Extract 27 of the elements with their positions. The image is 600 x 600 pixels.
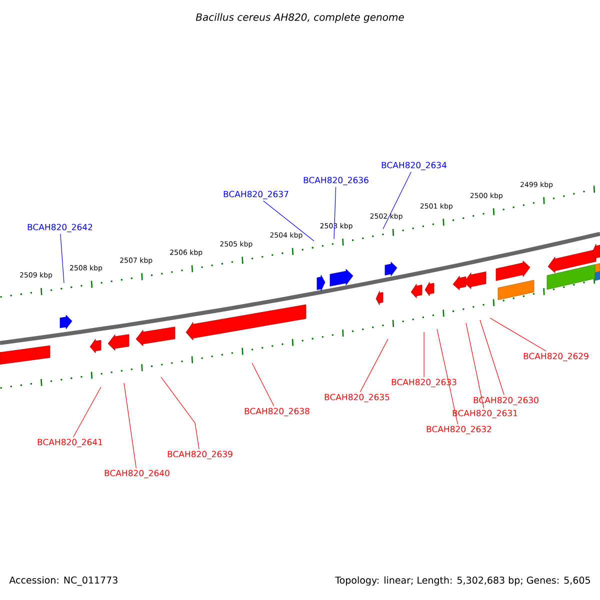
leader-line	[160, 376, 200, 450]
title: Bacillus cereus AH820, complete genome	[196, 13, 404, 23]
leader-line	[72, 386, 102, 438]
leader-line	[360, 338, 388, 392]
footer-text: Topology: linear; Length: 5,302,683 bp; Genes: 5,605	[335, 576, 590, 586]
footer-text: Accession: NC_011773	[9, 576, 118, 586]
leader-line	[252, 362, 274, 406]
leader-line	[60, 234, 64, 284]
gene-label: BCAH820_2642	[28, 224, 92, 232]
gene-label: BCAH820_2629	[524, 352, 588, 362]
gene-label: BCAH820_2640	[104, 470, 170, 478]
leader-line	[124, 382, 136, 468]
leader-line	[334, 186, 336, 240]
leader-line	[382, 172, 412, 230]
gene-label: BCAH820_2632	[426, 426, 492, 434]
gene-label: BCAH820_2634	[382, 162, 446, 170]
gene-label: BCAH820_2635	[324, 394, 390, 402]
gene-label: BCAH820_2638	[244, 408, 310, 416]
leader-line	[466, 322, 484, 408]
gene-label: BCAH820_2639	[168, 450, 232, 460]
gene-label: BCAH820_2641	[38, 438, 102, 448]
leader-line	[490, 318, 546, 352]
leader-line	[263, 200, 314, 242]
gene-label: BCAH820_2636	[304, 176, 368, 186]
leader-line	[480, 320, 504, 396]
leader-line	[436, 328, 458, 424]
gene-label: BCAH820_2637	[224, 190, 288, 200]
